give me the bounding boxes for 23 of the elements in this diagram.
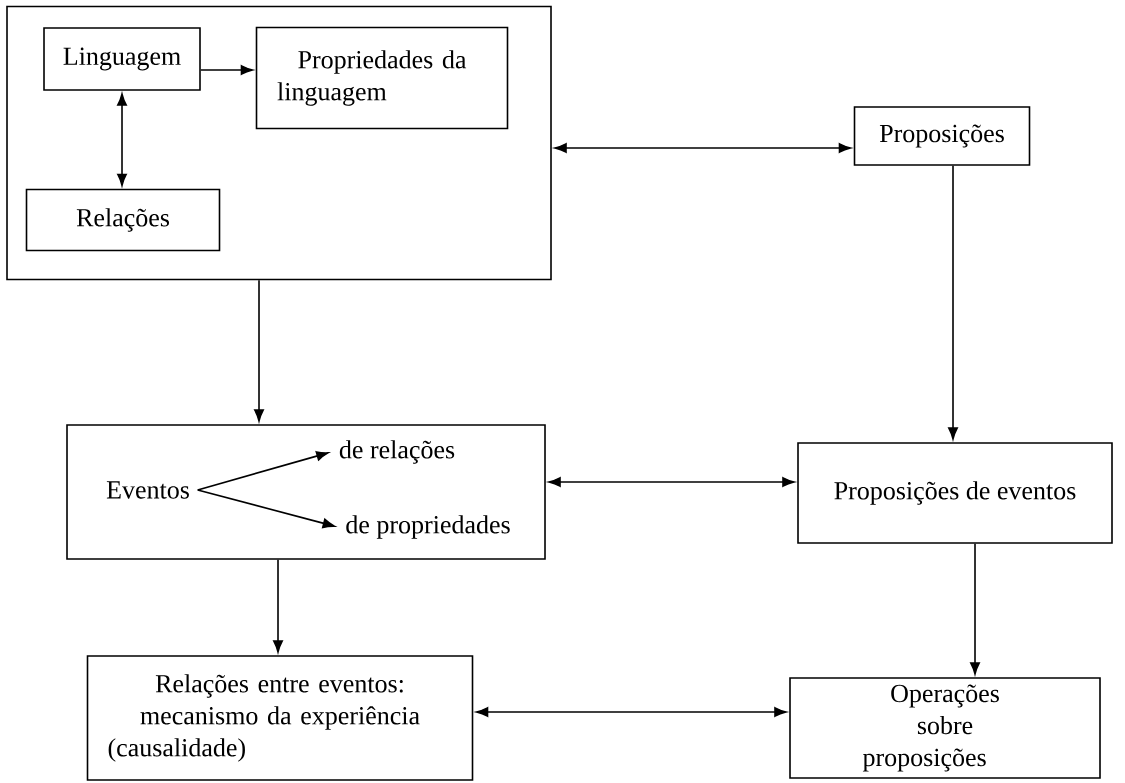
arrow	[554, 143, 852, 153]
arrow	[273, 559, 283, 653]
arrow	[970, 543, 980, 675]
arrow	[948, 165, 958, 440]
arrow	[254, 279, 264, 422]
concept-label: de propriedades	[346, 515, 510, 539]
concept-box: Proposições de eventos	[797, 442, 1113, 544]
arrow	[200, 65, 254, 75]
group-frame	[66, 424, 546, 560]
concept-box: Proposições	[853, 106, 1031, 166]
arrow	[548, 477, 795, 487]
arrow	[475, 707, 787, 717]
concept-box: Operações sobre proposições	[789, 677, 1101, 779]
group-frame	[6, 5, 552, 281]
arrow	[117, 93, 127, 187]
concept-box: Linguagem	[43, 27, 201, 91]
concept-box: Relações	[25, 188, 221, 252]
arrow	[196, 489, 336, 529]
arrow	[196, 451, 329, 491]
concept-box: Relações entre eventos: mecanismo da experiência (causalidade)	[86, 655, 474, 781]
concept-label: Eventos	[106, 481, 189, 499]
concept-box: Propriedades da linguagem	[255, 26, 509, 130]
concept-label: de relações	[339, 440, 455, 464]
